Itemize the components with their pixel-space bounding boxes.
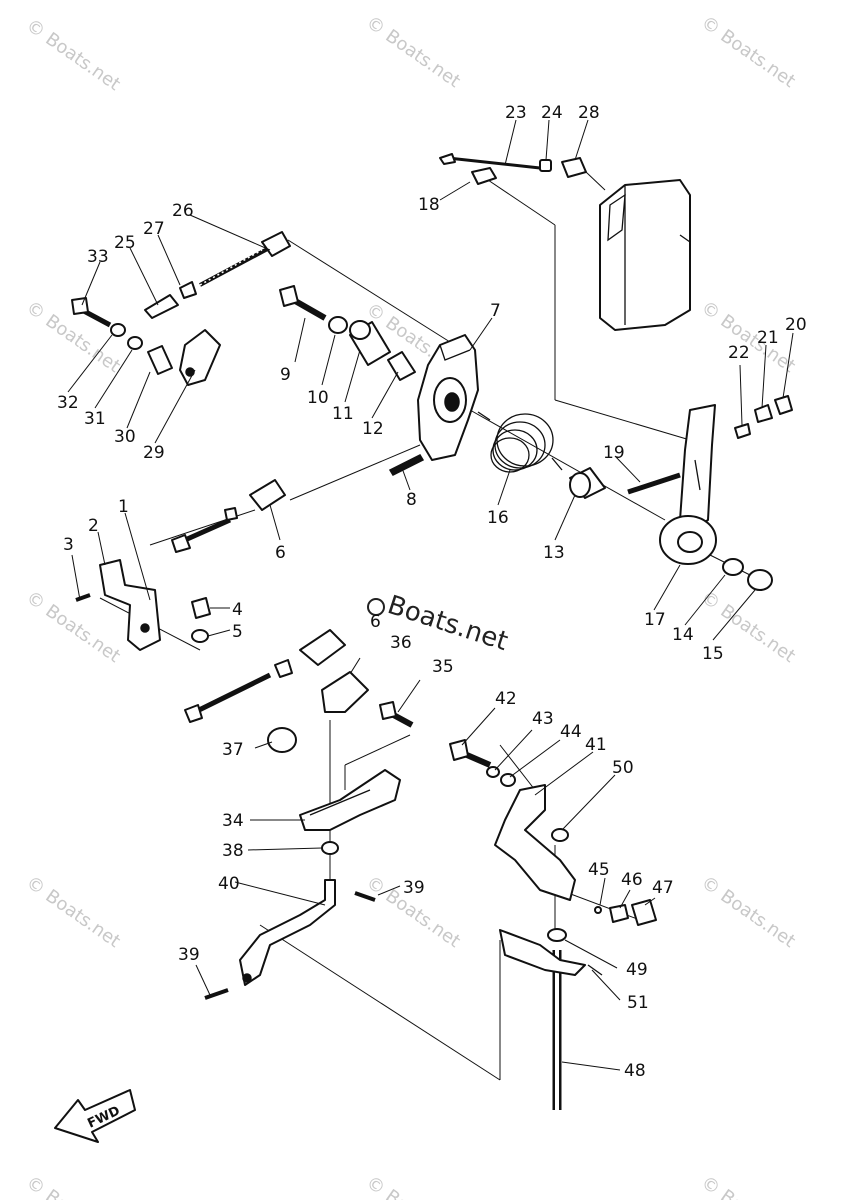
shift-lever-34 xyxy=(299,769,401,855)
callout-39a: 39 xyxy=(403,878,425,898)
watermark: © Boats.net xyxy=(697,872,799,952)
shift-link-41-group xyxy=(449,739,576,901)
callout-50: 50 xyxy=(612,758,634,778)
watermark: © Boats.net xyxy=(22,15,124,95)
watermark: © Boats.net xyxy=(697,1172,799,1200)
callout-38: 38 xyxy=(222,841,244,861)
callout-30: 30 xyxy=(114,427,136,447)
copyright-icon xyxy=(367,598,385,616)
lever-17-group xyxy=(627,395,793,591)
callout-6b: 6 xyxy=(370,612,381,632)
callout-7: 7 xyxy=(490,301,501,321)
callout-17: 17 xyxy=(644,610,666,630)
callout-31: 31 xyxy=(84,409,106,429)
callout-49: 49 xyxy=(626,960,648,980)
callout-29: 29 xyxy=(143,443,165,463)
choke-rod-group xyxy=(439,153,606,191)
callout-5: 5 xyxy=(232,622,243,642)
bolt-35 xyxy=(379,701,414,728)
callout-1: 1 xyxy=(118,497,129,517)
shift-rod-48 xyxy=(499,928,603,1110)
callout-23: 23 xyxy=(505,103,527,123)
callout-42: 42 xyxy=(495,689,517,709)
callout-47: 47 xyxy=(652,878,674,898)
callout-13: 13 xyxy=(543,543,565,563)
watermark: © Boats.net xyxy=(697,12,799,92)
detent-group xyxy=(594,899,657,926)
callout-32: 32 xyxy=(57,393,79,413)
callout-36: 36 xyxy=(390,633,412,653)
callout-41: 41 xyxy=(585,735,607,755)
shift-cable-group xyxy=(184,629,369,753)
callout-27: 27 xyxy=(143,219,165,239)
watermark: © Boats.net xyxy=(22,587,124,667)
callout-2: 2 xyxy=(88,516,99,536)
callout-37: 37 xyxy=(222,740,244,760)
watermark: © Boats.net xyxy=(362,1172,464,1200)
cover-box xyxy=(599,179,691,331)
bolt-collar-group xyxy=(279,285,416,381)
callout-40: 40 xyxy=(218,874,240,894)
watermark: © Boats.net xyxy=(362,12,464,92)
callout-16: 16 xyxy=(487,508,509,528)
watermark: © Boats.net xyxy=(22,872,124,952)
callout-6a: 6 xyxy=(275,543,286,563)
callout-43: 43 xyxy=(532,709,554,729)
callout-10: 10 xyxy=(307,388,329,408)
leader-lines xyxy=(67,119,794,1071)
callout-8: 8 xyxy=(406,490,417,510)
callout-20: 20 xyxy=(785,315,807,335)
throttle-link-group xyxy=(71,231,291,386)
watermark: © Boats.net xyxy=(22,1172,124,1200)
callout-3: 3 xyxy=(63,535,74,555)
callout-15: 15 xyxy=(702,644,724,664)
throttle-cam-7 xyxy=(417,334,479,461)
shift-arm-40 xyxy=(204,879,376,1000)
callout-9: 9 xyxy=(280,365,291,385)
callout-18: 18 xyxy=(418,195,440,215)
callout-46: 46 xyxy=(621,870,643,890)
callout-26: 26 xyxy=(172,201,194,221)
callout-35: 35 xyxy=(432,657,454,677)
callout-34: 34 xyxy=(222,811,244,831)
callout-48: 48 xyxy=(624,1061,646,1081)
watermark: © Boats.net xyxy=(697,297,799,377)
callout-24: 24 xyxy=(541,103,563,123)
callout-51: 51 xyxy=(627,993,649,1013)
callout-39b: 39 xyxy=(178,945,200,965)
callout-33: 33 xyxy=(87,247,109,267)
callout-21: 21 xyxy=(757,328,779,348)
callout-44: 44 xyxy=(560,722,582,742)
spring-16 xyxy=(477,411,563,473)
callout-45: 45 xyxy=(588,860,610,880)
callout-19: 19 xyxy=(603,443,625,463)
callout-25: 25 xyxy=(114,233,136,253)
cable-bracket-group xyxy=(75,479,286,651)
callout-11: 11 xyxy=(332,404,354,424)
pin-8 xyxy=(388,454,425,476)
callout-4: 4 xyxy=(232,600,243,620)
callout-numbers: 1 2 3 4 5 6 6 7 8 9 10 11 12 13 14 15 16… xyxy=(57,103,807,1081)
callout-14: 14 xyxy=(672,625,694,645)
callout-28: 28 xyxy=(578,103,600,123)
bushing-13 xyxy=(569,467,606,499)
callout-12: 12 xyxy=(362,419,384,439)
callout-22: 22 xyxy=(728,343,750,363)
fwd-arrow: FWD xyxy=(54,1089,136,1143)
